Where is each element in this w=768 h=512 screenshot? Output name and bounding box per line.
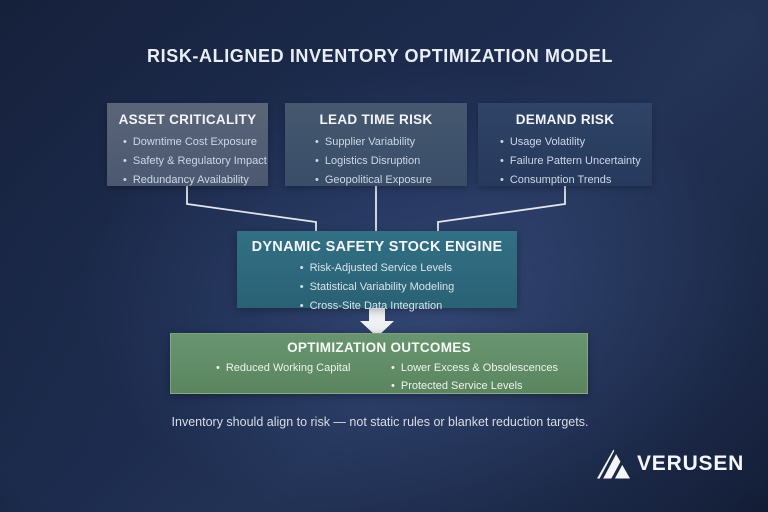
lead-time-risk-box: LEAD TIME RISK Supplier Variability Logi… [285,103,467,186]
bullet-item: Reduced Working Capital [216,359,391,377]
asset-criticality-title: ASSET CRITICALITY [118,112,257,127]
outcomes-right-list: Lower Excess & Obsolescences Protected S… [391,359,558,395]
bullet-item: Protected Service Levels [391,377,558,395]
engine-list: Risk-Adjusted Service Levels Statistical… [300,259,455,316]
demand-risk-box: DEMAND RISK Usage Volatility Failure Pat… [478,103,652,186]
safety-stock-engine-box: DYNAMIC SAFETY STOCK ENGINE Risk-Adjuste… [237,231,517,312]
demand-risk-title: DEMAND RISK [515,112,615,127]
optimization-outcomes-title: OPTIMIZATION OUTCOMES [287,340,471,355]
demand-risk-list: Usage Volatility Failure Pattern Uncerta… [478,133,652,190]
bullet-item: Usage Volatility [500,133,652,152]
outcomes-left-column: Reduced Working Capital [171,359,391,395]
footer-note: Inventory should align to risk — not sta… [171,415,589,429]
bullet-item: Cross-Site Data Integration [300,297,455,316]
lead-time-risk-title: LEAD TIME RISK [319,112,433,127]
outcomes-right-column: Lower Excess & Obsolescences Protected S… [391,359,558,395]
bullet-item: Consumption Trends [500,171,652,190]
page-title: RISK-ALIGNED INVENTORY OPTIMIZATION MODE… [147,46,613,66]
branch-connectors [186,186,566,231]
bullet-item: Downtime Cost Exposure [123,133,268,152]
connector-demand-to-engine [437,186,566,231]
outcomes-columns: Reduced Working Capital Lower Excess & O… [171,359,587,395]
bullet-item: Statistical Variability Modeling [300,278,455,297]
verusen-logo-mark-icon [597,449,630,479]
bullet-item: Supplier Variability [315,133,467,152]
verusen-logo-text: VERUSEN [637,452,745,475]
bullet-item: Redundancy Availability [123,171,268,190]
asset-criticality-box: ASSET CRITICALITY Downtime Cost Exposure… [107,103,268,186]
bullet-item: Safety & Regulatory Impact [123,152,268,171]
asset-criticality-list: Downtime Cost Exposure Safety & Regulato… [107,133,268,190]
bullet-item: Geopolitical Exposure [315,171,467,190]
verusen-logo: VERUSEN [597,449,744,479]
engine-bullet-wrap: Risk-Adjusted Service Levels Statistical… [237,255,517,316]
connector-asset-to-engine [186,186,317,231]
bullet-item: Logistics Disruption [315,152,467,171]
bullet-item: Failure Pattern Uncertainty [500,152,652,171]
bullet-item: Lower Excess & Obsolescences [391,359,558,377]
outcomes-left-list: Reduced Working Capital [216,359,391,377]
optimization-outcomes-box: OPTIMIZATION OUTCOMES Reduced Working Ca… [170,333,588,394]
lead-time-risk-list: Supplier Variability Logistics Disruptio… [285,133,467,190]
bullet-item: Risk-Adjusted Service Levels [300,259,455,278]
safety-stock-engine-title: DYNAMIC SAFETY STOCK ENGINE [251,239,503,255]
